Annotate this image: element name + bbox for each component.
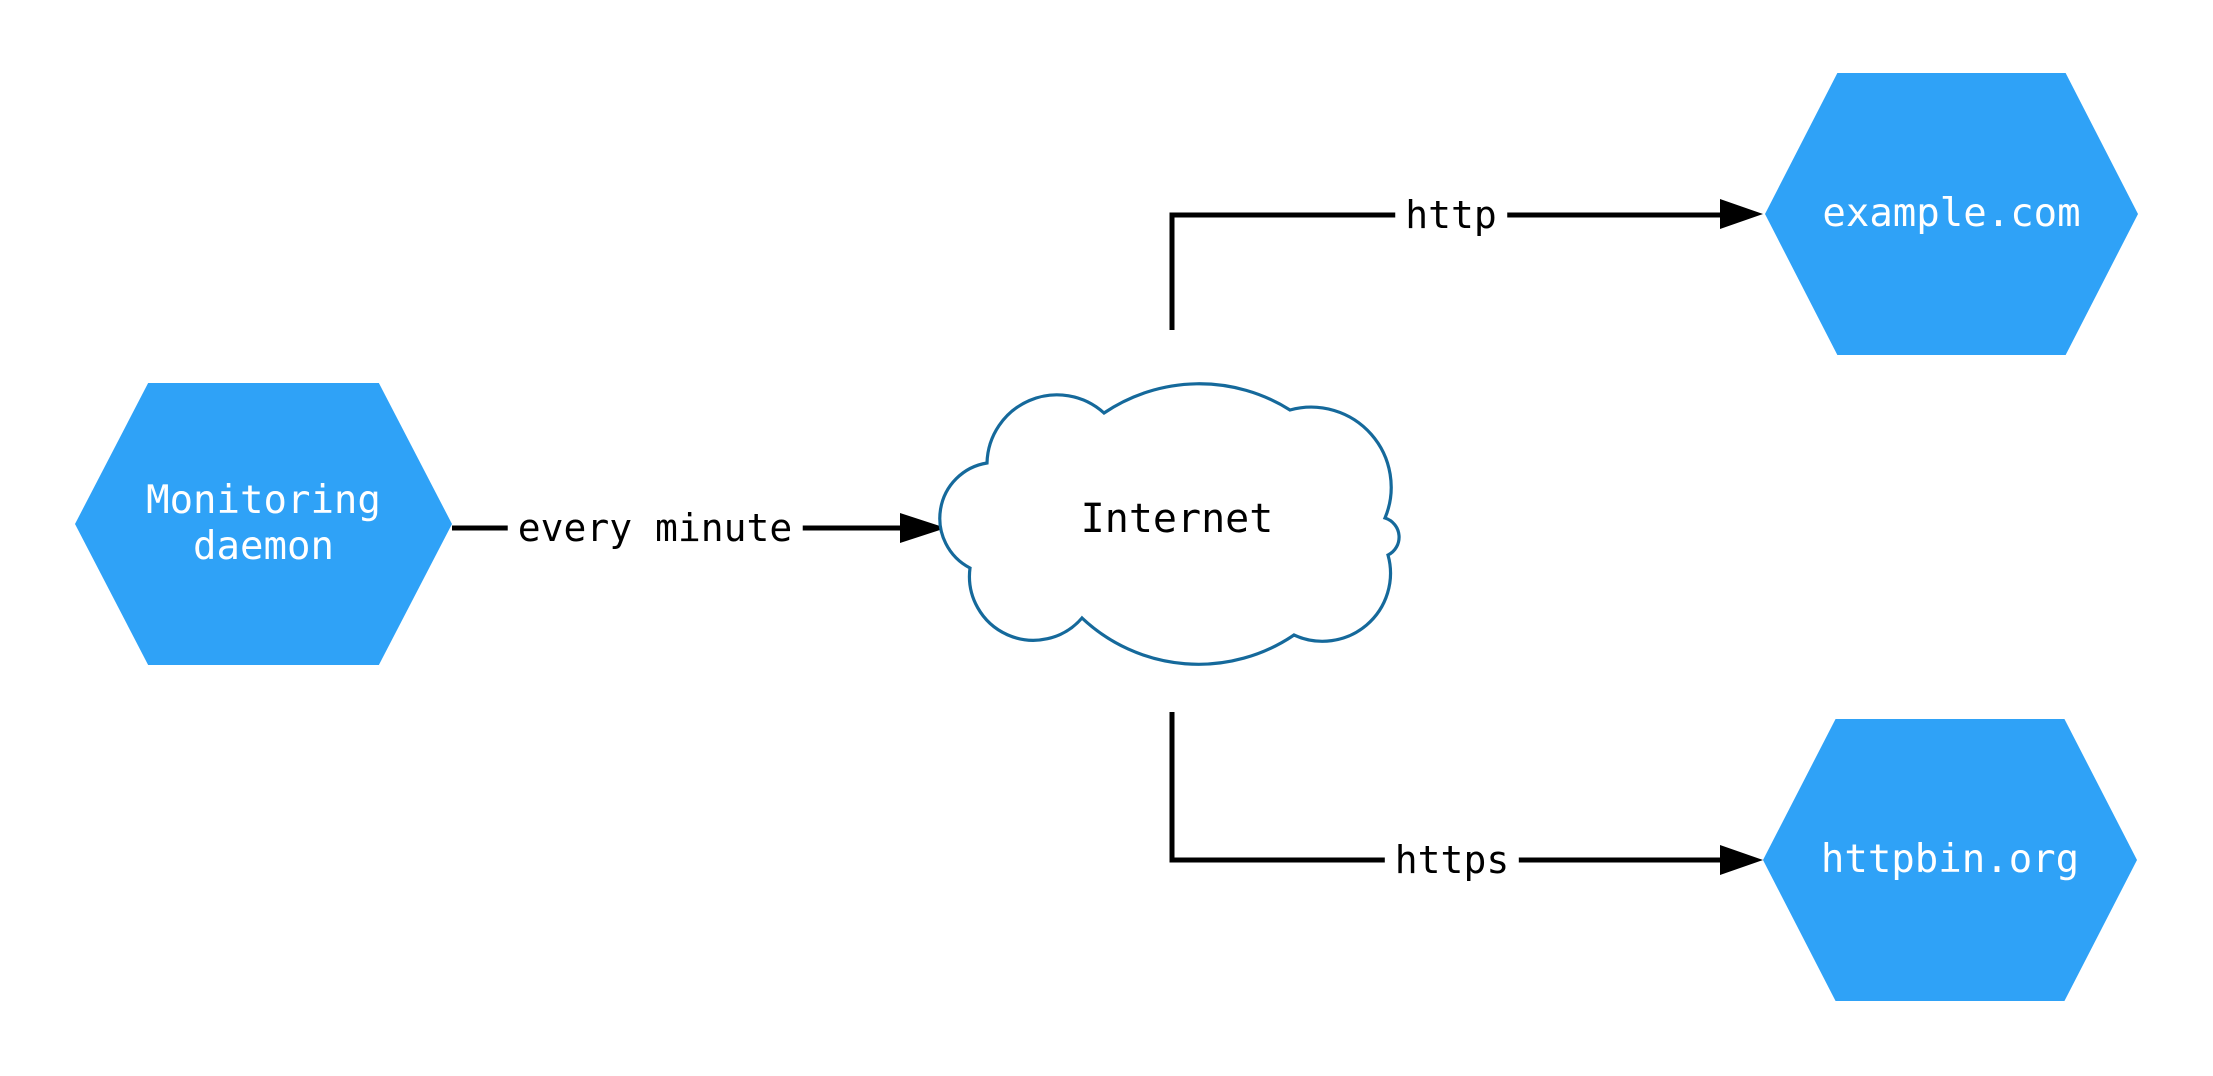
edge-every-minute-arrowhead [900, 513, 946, 543]
node-monitoring-daemon-label-line2: daemon [193, 524, 334, 569]
node-internet-label: Internet [1080, 496, 1274, 542]
node-httpbin-org-label: httpbin.org [1820, 837, 2080, 882]
internet-cloud-shape [938, 382, 1401, 666]
edge-https-line [1169, 712, 1722, 863]
edge-label-http: http [1395, 193, 1507, 237]
edge-http-line [1169, 212, 1722, 330]
edge-https-arrowhead [1720, 845, 1763, 875]
edge-http-arrowhead [1720, 199, 1763, 229]
node-example-com-label: example.com [1822, 191, 2081, 236]
node-example-com: example.com [1765, 73, 2138, 355]
edge-label-every-minute: every minute [507, 506, 803, 550]
edge-label-https: https [1384, 838, 1520, 882]
node-monitoring-daemon-label-line1: Monitoring [146, 478, 381, 523]
node-monitoring-daemon: Monitoring daemon [75, 383, 452, 665]
node-httpbin-org: httpbin.org [1763, 719, 2137, 1001]
